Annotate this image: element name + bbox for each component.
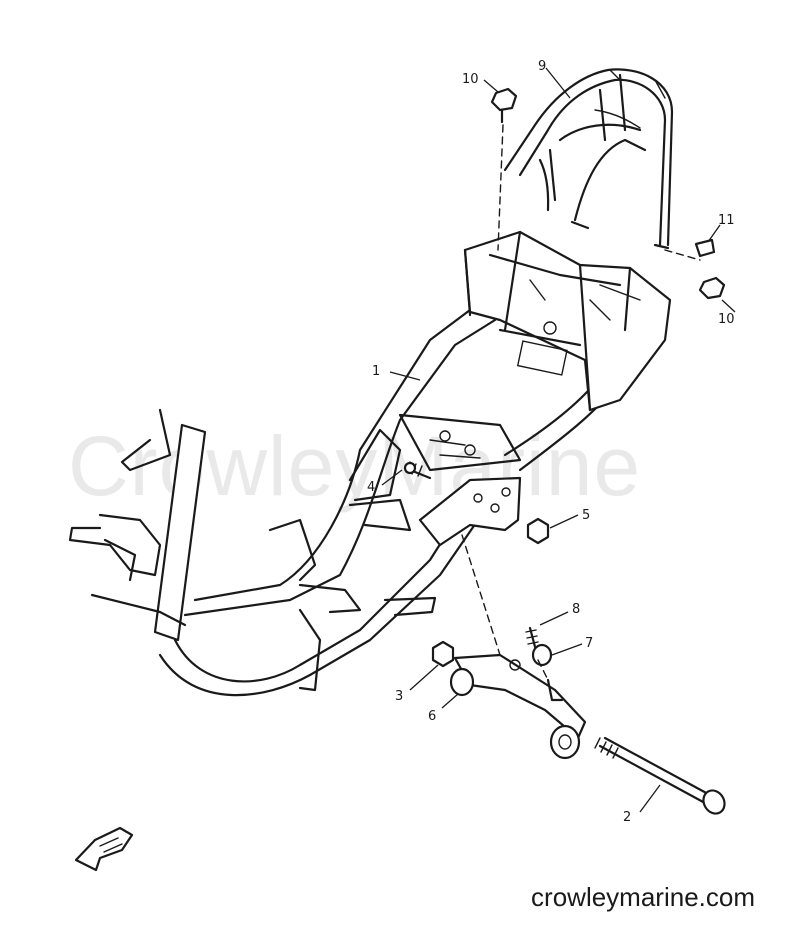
collar-7[interactable] (531, 643, 553, 667)
callout-5: 5 (582, 508, 590, 523)
callout-10-right: 10 (718, 312, 735, 327)
site-url-text: crowleymarine.com (531, 882, 755, 912)
bolt-10-right[interactable] (698, 276, 726, 300)
long-pivot-bolt[interactable] (594, 736, 729, 817)
assembly-lines (461, 124, 701, 681)
callout-7: 7 (585, 636, 593, 651)
engine-mount-link[interactable] (449, 653, 587, 760)
forward-arrow-icon (74, 826, 134, 872)
callout-8: 8 (572, 602, 580, 617)
bolt-10-top[interactable] (490, 87, 518, 124)
callout-9: 9 (538, 59, 546, 74)
callout-6: 6 (428, 709, 436, 724)
callout-10-top: 10 (462, 72, 479, 87)
nut-5[interactable] (526, 517, 550, 545)
callout-2: 2 (623, 810, 631, 825)
callout-11: 11 (718, 213, 735, 228)
washer-11[interactable] (694, 238, 716, 258)
callout-4: 4 (367, 480, 375, 495)
main-frame[interactable] (68, 230, 672, 697)
callout-1: 1 (372, 364, 380, 379)
callout-labels: 1 2 3 4 5 6 7 8 9 10 10 11 (367, 59, 736, 825)
rear-carrier[interactable] (503, 68, 674, 250)
watermark-text: CrowleyMarine (68, 419, 641, 513)
bolt-4[interactable] (403, 461, 432, 480)
callout-3: 3 (395, 689, 403, 704)
nut-3[interactable] (431, 640, 455, 668)
